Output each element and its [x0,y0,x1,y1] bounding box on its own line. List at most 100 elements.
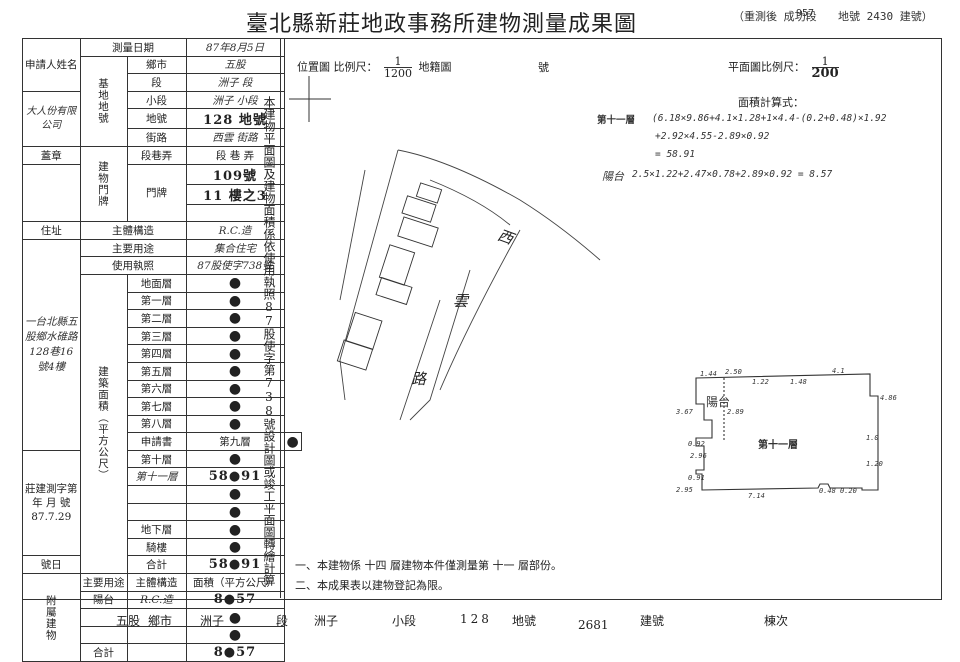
footer-sec2-suffix: 小段 [392,614,417,628]
plan-dim: 4.86 [880,394,897,402]
plan-scale-label: 平面圖比例尺： [728,60,805,74]
area-group-label: 建築面積（平方公尺） [79,273,128,575]
floor-area: ● [185,414,285,434]
attach-area: 8●57 [185,590,285,610]
footer-town-suffix: 鄉市 [148,614,173,628]
plan-dim: 3.67 [676,408,693,416]
floor-label: 第三層 [126,326,187,346]
row-value: 128 地號 [185,108,285,130]
plan-floor-label: 第十一層 [758,440,798,451]
attach-struct [126,643,187,662]
plan-dim: 1.22 [752,378,769,386]
date-label: 號日 [22,555,81,575]
footer-building-suffix: 建號 [640,614,665,628]
road-label-road: 路 [411,370,427,388]
plan-dim: 1.48 [790,378,807,386]
floor-area: ● [185,379,285,399]
calc-balcony-line: 2.5×1.22+2.47×0.78+2.89×0.92 = 8.57 [632,169,833,180]
applicant-label-cell: 申請人姓名 [22,38,81,92]
floor-label: 第七層 [126,397,187,416]
site-road-lines [339,149,601,421]
attach-area: ● [185,625,285,645]
floor-area: ● [185,520,285,539]
row-label: 地號 [126,108,187,130]
calc-line-2: +2.92×4.55-2.89×0.92 [655,131,770,142]
row-value: 五股 [185,55,285,75]
footer-sec2: 洲子 [314,614,339,628]
note-line-2: 二、本成果表以建物登記為限。 [295,579,449,592]
attach-use: 合計 [79,643,128,662]
footer-unit: 棟次 [764,614,789,628]
plan-dim: 2.95 [676,486,693,494]
notes: 一、本建物係 十四 層建物本件僅測量第 十一 層部份。 二、本成果表以建物登記為… [295,556,562,596]
plan-balcony-label: 陽台 [706,395,731,409]
row-value: 109號 [185,163,285,185]
plan-dim: 4.1 [832,367,845,375]
attach-head-struct: 主體構造 [126,573,187,592]
title-note-section: （重測後 成功段 [733,10,817,23]
site-buildings [336,182,443,371]
plan-dim: 1.44 [700,370,717,378]
cadastral-label: 地籍圖 [418,60,452,74]
floor-label: 地下層 [126,520,187,539]
plan-dim: 0.48 [819,487,836,495]
footer-town: 五股 [116,614,141,628]
road-label-cloud: 雲 [453,292,469,310]
footer-sec1-suffix: 段 [276,614,289,628]
row-label: 段巷弄 [126,145,187,165]
drawing-layer [289,76,879,491]
row-value: 11 樓之3 [185,183,285,205]
attach-area: ● [185,608,285,627]
row-value: 西雲 街路 [185,128,285,147]
floor-area: ● [185,485,285,504]
floor-plan-outline [695,373,879,491]
plan-scale-den: 200 [811,66,839,81]
calc-floor-label: 第十一層 [597,115,636,126]
applicant-label: 申請人姓名 [25,59,78,72]
attach-area: 8●57 [185,643,285,662]
application-cell: 莊建測字第 年 月 號 87.7.29 [22,449,81,557]
plan-dim: 1.20 [866,460,883,468]
floor-label: 第二層 [126,309,187,328]
seal-label: 蓋章 [22,145,81,165]
permit-label: 使用執照 [79,256,187,275]
vertical-caption: 本建物平面圖及建物面積係依使用執照87股使字第738號設計圖或竣工平面圖轉繪計算 [262,96,276,586]
plan-dim: 1.0 [866,434,879,442]
calc-line-1: (6.18×9.86+4.1×1.28+1×4.4-(0.2+0.48)×1.9… [652,113,887,124]
floor-area: ● [283,432,302,451]
plan-dim: 2.96 [690,452,707,460]
location-scale-den: 1200 [384,67,412,80]
document-title: 臺北縣新莊地政事務所建物測量成果圖 [246,12,638,37]
floor-label: 第四層 [126,344,187,363]
calc-line-3: = 58.91 [655,149,696,160]
location-scale: 位置圖 比例尺： 1 1200 地籍圖 [297,56,452,79]
plan-scale-num: 1 [811,56,839,68]
title-note-building: 地號 2430 建號） [838,10,933,23]
row-value: 87年8月5日 [185,38,285,57]
plan-dim: 2.89 [727,408,744,416]
attach-head-area: 面積（平方公尺） [185,573,285,592]
map-number-label: 號 [538,61,549,74]
application-hand: 87.7.29 [31,511,72,524]
plan-dim: 0.92 [688,440,705,448]
bldg-group-label: 建物門牌 [79,145,128,223]
note-line-1: 一、本建物係 十四 層建物本件僅測量第 十一 層部份。 [295,559,562,572]
title-note-lot: 957 [796,8,815,19]
plan-scale-fraction: 1 200 [811,56,839,81]
plan-dim: 2.50 [725,368,742,376]
floor-area: ● [185,291,285,311]
plan-dim: 7.14 [748,492,765,500]
footer-sec1: 洲子 [200,614,225,628]
area-formula-label: 面積計算式： [738,96,804,109]
application-value: 莊建測字第 年 月 號 [25,483,78,510]
footer-building-number: 2681 [578,618,609,632]
seal-area [22,163,81,223]
address-value: 一台北縣五股鄉水碓路128巷16號4樓 [22,238,81,451]
footer-lot-suffix: 地號 [512,614,537,628]
footer-lot: 128 [460,612,492,626]
location-scale-num: 1 [384,56,412,68]
row-label: 小段 [126,90,187,110]
plan-dim: 0.91 [688,474,705,482]
row-label: 測量日期 [79,38,187,57]
north-arrow-icon [289,76,331,122]
